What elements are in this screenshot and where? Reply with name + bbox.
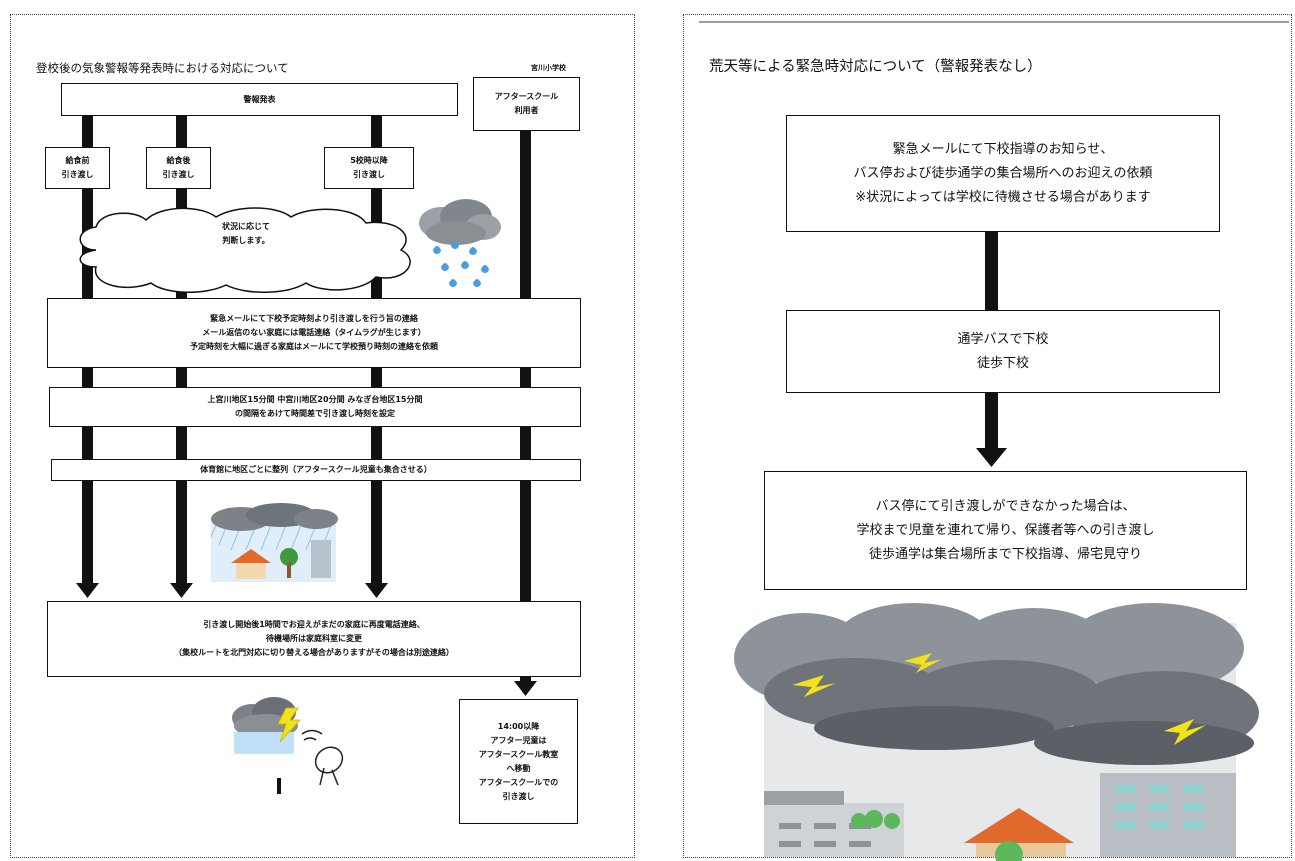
arrow-down-after-school: [514, 681, 537, 696]
school-name: 宮川小学校: [531, 64, 566, 72]
after-school-users-box: アフタースクール 利用者: [473, 77, 580, 131]
branch-5th-period: 5校時以降 引き渡し: [324, 147, 414, 189]
cloud-text: 状況に応じて 判断します。: [222, 222, 270, 245]
warning-issued-box: 警報発表: [61, 83, 458, 116]
arrow-down-2: [170, 583, 193, 598]
right-flowchart-page: 荒天等による緊急時対応について（警報発表なし） 緊急メールにて下校指導のお知らせ…: [683, 14, 1292, 861]
branch-after-lunch: 給食後 引き渡し: [146, 147, 211, 189]
step-emergency-mail: 緊急メールにて下校予定時刻より引き渡しを行う旨の連絡 メール返信のない家庭には電…: [47, 298, 581, 368]
arrow-down-right: [976, 448, 1007, 467]
arrow-down-3: [365, 583, 388, 598]
judgement-cloud-shape: [79, 207, 411, 293]
right-top-rule: [699, 21, 1289, 23]
rainstorm-town-icon: [210, 503, 338, 582]
right-title: 荒天等による緊急時対応について（警報発表なし）: [709, 59, 1042, 75]
left-title: 登校後の気象警報等発表時における対応について: [36, 61, 289, 75]
after-school-final-box: 14:00以降 アフター児童は アフタースクール教室 へ移動 アフタースクールで…: [459, 699, 578, 824]
step-recall-phone: 引き渡し開始後1時間でお迎えがまだの家庭に再度電話連絡、 待機場所は家庭科室に変…: [47, 601, 581, 677]
arrow-down-1: [76, 583, 99, 598]
step-district-timing: 上宮川地区15分間 中宮川地区20分間 みなぎ台地区15分間 の間隔をあけて時間…: [49, 387, 581, 427]
connector-line-1: [985, 232, 998, 310]
storm-cloud-rain-icon: [419, 199, 501, 287]
emergency-mail-box: 緊急メールにて下校指導のお知らせ、 バス停および徒歩通学の集合場所へのお迎えの依…: [786, 115, 1220, 232]
handover-failed-box: バス停にて引き渡しができなかった場合は、 学校まで児童を連れて帰り、保護者等への…: [764, 471, 1247, 590]
branch-before-lunch: 給食前 引き渡し: [45, 147, 110, 189]
bus-walk-home-box: 通学バスで下校 徒歩下校: [786, 310, 1220, 393]
step-gym-lineup: 体育館に地区ごとに整列（アフタースクール児童も集合させる）: [51, 459, 581, 481]
thunder-antenna-icon: [232, 697, 344, 794]
left-flowchart-page: 登校後の気象警報等発表時における対応について 宮川小学校 警報発表 アフタースク…: [10, 14, 635, 858]
connector-line-2: [985, 393, 998, 449]
storm-city-illustration: [734, 603, 1259, 861]
